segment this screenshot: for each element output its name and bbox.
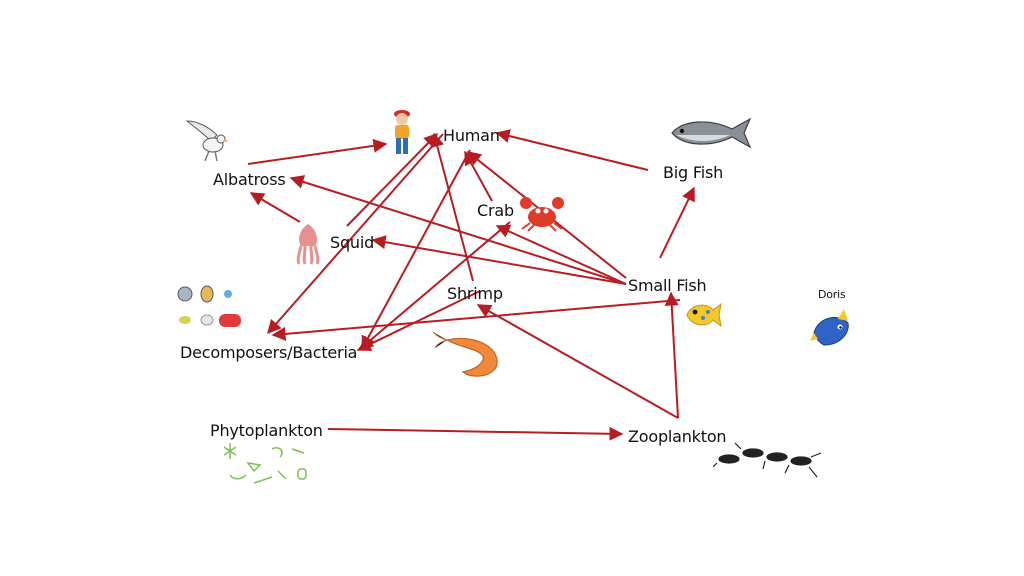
arrow-human-to-decomposers [267, 133, 444, 335]
node-squid: Squid [330, 233, 375, 252]
node-small-fish: Small Fish [628, 276, 707, 295]
arrow-zooplankton-to-small-fish [664, 291, 679, 419]
arrow-zooplankton-to-shrimp [476, 304, 679, 419]
blue-tang-fish-icon [810, 309, 849, 346]
node-phytoplankton: Phytoplankton [210, 421, 323, 440]
arrow-human-to-decomposers [361, 149, 471, 351]
crab-icon [520, 197, 564, 232]
arrow-squid-to-human [346, 132, 438, 227]
node-crab: Crab [477, 201, 514, 220]
arrow-phytoplankton-to-zooplankton [327, 426, 624, 441]
arrow-albatross-to-human [247, 138, 388, 165]
arrow-big-fish-to-human [495, 129, 649, 171]
arrow-small-fish-to-crab [495, 224, 627, 285]
zooplankton-icon [713, 442, 822, 478]
yellow-fish-icon [686, 302, 722, 328]
node-zooplankton: Zooplankton [628, 427, 727, 446]
squid-icon [296, 224, 320, 265]
node-decomposers: Decomposers/Bacteria [180, 343, 358, 362]
node-doris: Doris [818, 288, 846, 301]
arrow-small-fish-to-big-fish [659, 186, 695, 259]
arrow-small-fish-to-albatross [289, 175, 627, 285]
arrow-small-fish-to-squid [371, 235, 627, 285]
node-shrimp: Shrimp [447, 284, 503, 303]
bacteria-icon [177, 285, 241, 327]
shrimp-icon [433, 331, 498, 377]
node-human: Human [443, 126, 500, 145]
arrow-small-fish-to-decomposers [271, 299, 681, 341]
arrow-crab-to-decomposers [358, 221, 511, 350]
arrow-squid-to-albatross [249, 192, 301, 223]
person-icon [394, 110, 410, 154]
node-albatross: Albatross [213, 170, 286, 189]
tuna-icon [671, 117, 752, 149]
phytoplankton-icon [223, 443, 307, 484]
albatross-icon [185, 120, 229, 162]
node-big-fish: Big Fish [663, 163, 724, 182]
arrow-shrimp-to-decomposers [356, 290, 481, 351]
